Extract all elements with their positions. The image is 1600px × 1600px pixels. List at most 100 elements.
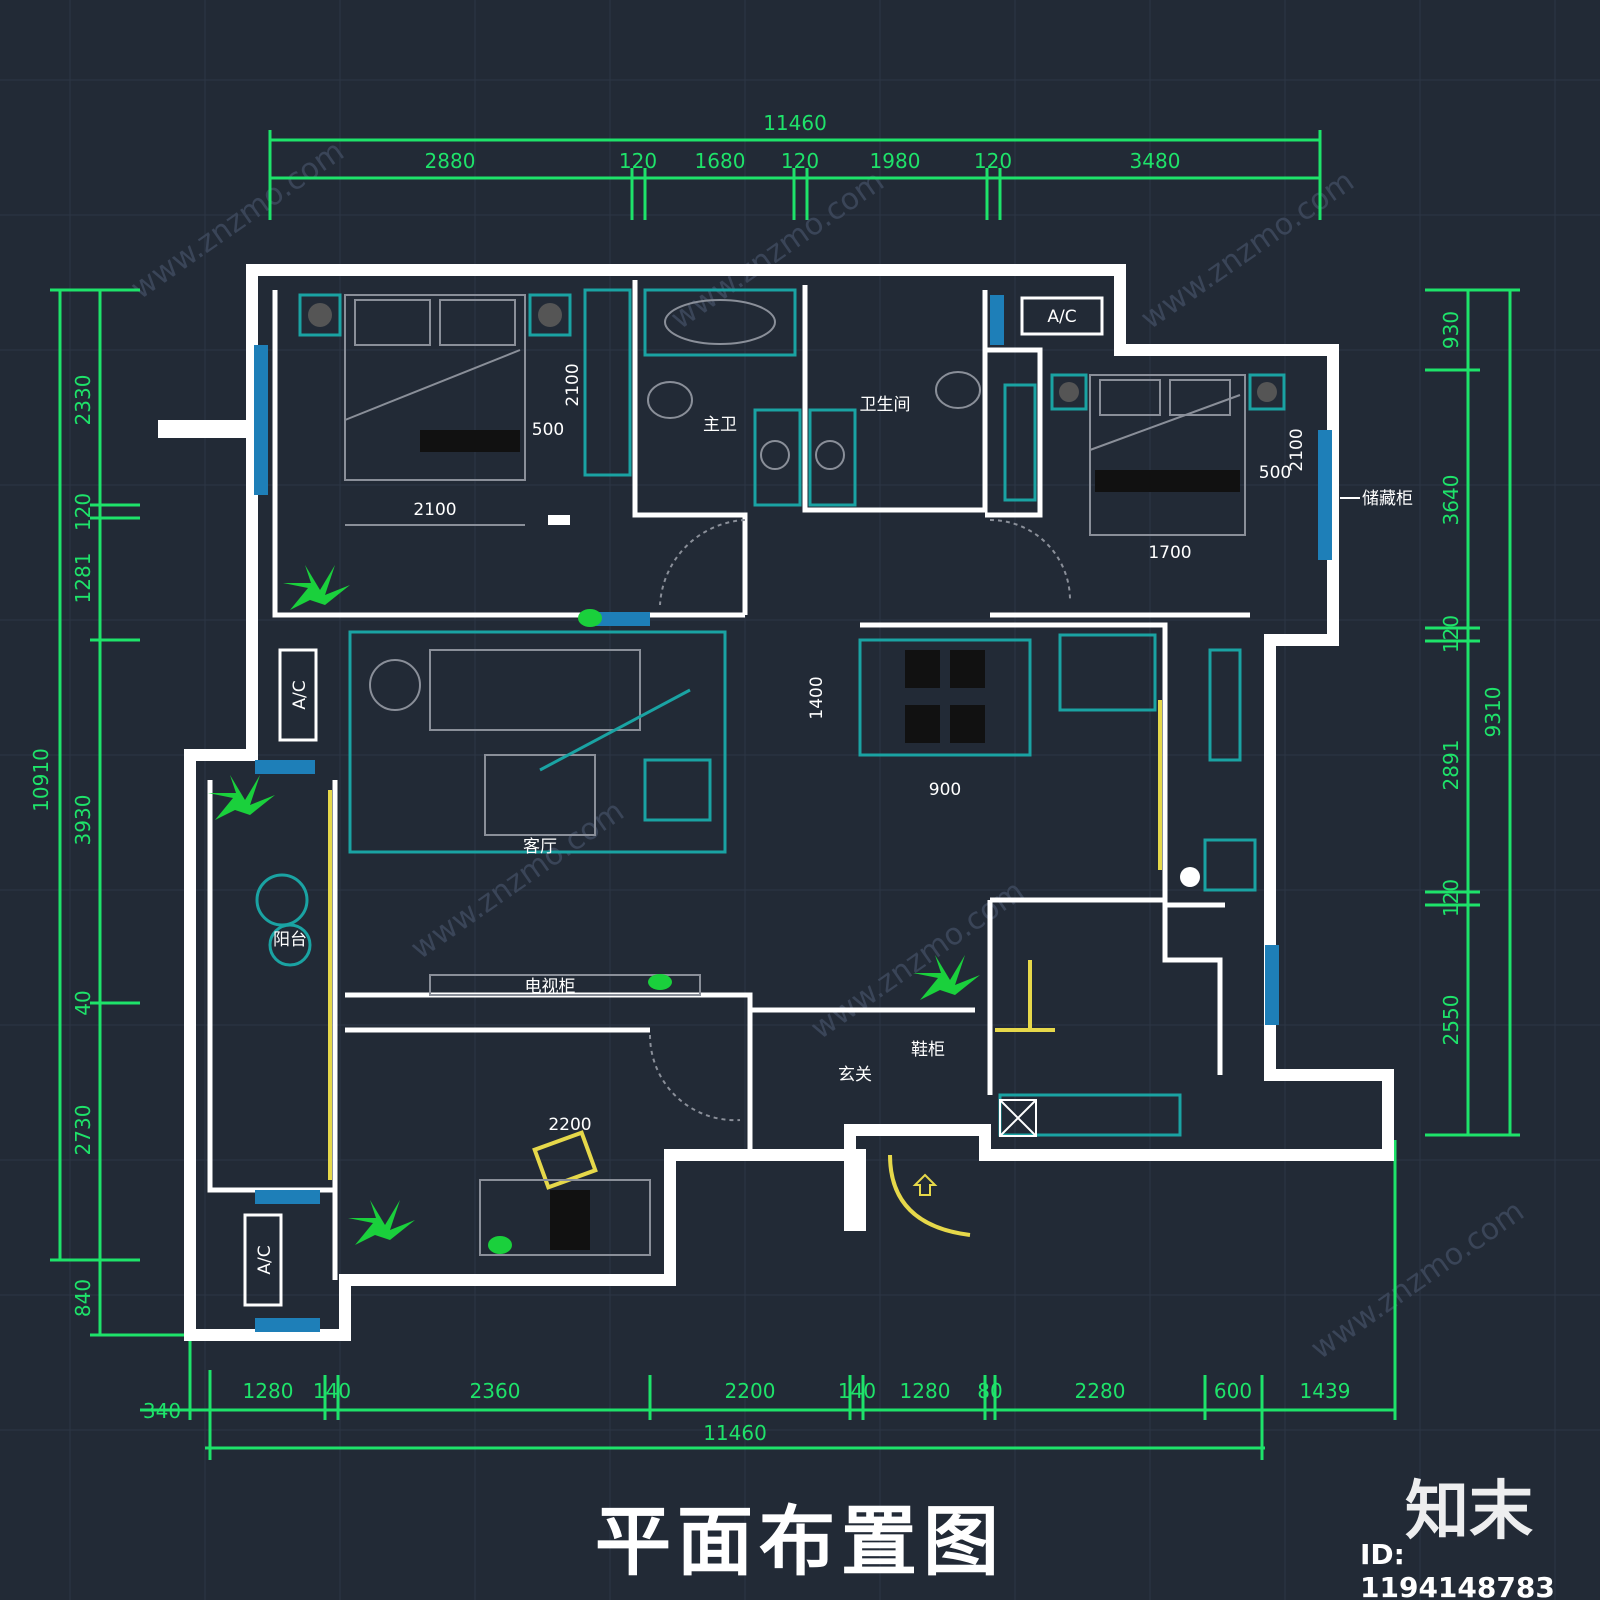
sink-icon [815,440,845,470]
bed-right-length-dim: 2100 [1287,428,1307,471]
wardrobe-right [1003,383,1037,502]
top-dim-1: 2880 [425,149,476,173]
lamp-icon [1257,382,1277,402]
balcony: 阳台 [255,790,332,1180]
ac-label-top: A/C [1047,307,1076,327]
sofa [429,649,641,731]
vanity [753,408,802,507]
left-dim-2: 120 [71,493,95,531]
plant-icon [283,565,350,610]
dining-chair [950,705,985,743]
plant-icon [648,974,672,990]
double-bed-left [344,294,526,481]
lounge-chair [532,1130,598,1190]
right-total-dim: 9310 [1481,687,1505,738]
watermark-text: www.znzmo.com [1135,164,1361,337]
fridge [1058,633,1157,712]
dining-depth-dim: 900 [929,780,961,800]
left-dim-6: 2730 [71,1105,95,1156]
left-bedroom: 2100 2100 500 [298,288,632,526]
bottom-dim-9: 2280 [1075,1379,1126,1403]
side-table [369,659,421,711]
room-label-master-bath: 主卫 [703,415,737,435]
ac-unit-top [1020,296,1104,336]
top-dim-3: 1680 [695,149,746,173]
right-dim-5: 120 [1439,879,1463,917]
vanity [808,408,857,507]
bathrooms: 主卫 卫生间 [643,288,981,507]
right-dim-4: 2891 [1439,740,1463,791]
window-left-bedroom [254,345,268,495]
image-id-label: ID: 1194148783 [1360,1538,1555,1600]
outlet-icon [548,515,570,525]
kitchen [1058,633,1257,892]
living-rug [348,630,727,854]
armchair [643,758,712,822]
plants [208,565,980,1254]
dining-table [858,638,1032,757]
nightstand [528,293,572,337]
bottom-dim-11: 1439 [1300,1379,1351,1403]
top-dim-7: 3480 [1130,149,1181,173]
bed-right-side-dim: 500 [1259,463,1291,483]
window-kitchen [1265,945,1279,1025]
nightstand [1248,373,1286,411]
toilet-icon [935,371,981,409]
window-right-bedroom [1318,430,1332,560]
bottom-dimension-chain: 340 1280 140 2360 2200 140 1280 80 2280 … [140,1140,1397,1460]
bathtub-basin [664,299,776,345]
dining-chair [950,650,985,688]
kitchen-lower-wall [990,897,1223,1075]
bathtub [643,288,797,357]
bottom-dim-3: 140 [313,1379,351,1403]
lounge-chair-round [255,873,309,927]
bottom-dim-10: 600 [1214,1379,1252,1403]
window-balcony-bottom [255,1190,320,1204]
bed-right-width-dim: 1700 [1148,543,1191,563]
right-dim-2: 3640 [1439,475,1463,526]
door-swing [989,519,1071,601]
window-balcony-top [255,760,315,774]
bottom-dim-8: 80 [977,1379,1002,1403]
bed-end-bench [420,430,520,452]
left-dim-1: 2330 [71,375,95,426]
window-balcony-end [255,1318,320,1332]
top-dimension-chain: 11460 2880 120 1680 120 1980 120 3480 [268,111,1322,220]
kitchen-counter [1208,648,1242,762]
room-label-shoe-cabinet: 鞋柜 [911,1040,945,1060]
pillow [354,299,431,346]
desk [479,1179,651,1256]
watermark-text: www.znzmo.com [405,794,631,967]
bathroom-wall [802,285,988,513]
plant-icon [348,1200,415,1245]
plant-icon [208,775,275,820]
desk-chair [550,1190,590,1250]
left-dim-7: 840 [71,1279,95,1317]
watermark-text: www.znzmo.com [665,164,891,337]
top-dim-5: 1980 [870,149,921,173]
drain-icon [1180,867,1200,887]
plant-icon [578,609,602,627]
cabinet-box [999,1099,1037,1137]
entry-door-swing [888,1154,971,1237]
pillow [1099,379,1161,416]
wall-stub [158,420,252,438]
entrance-area: 玄关 鞋柜 [838,960,1182,1237]
bed-left-length-dim: 2100 [563,363,583,406]
door-swing [648,1034,741,1122]
left-total-dim: 10910 [29,748,53,812]
wardrobe-wall [985,347,1043,518]
right-dim-1: 930 [1439,311,1463,349]
ac-unit-left [278,648,318,742]
right-bedroom: 1700 500 2100 储藏柜 [1003,373,1413,563]
balcony-outer-wall [207,780,335,1193]
right-dimension-chain: 9310 930 3640 120 2891 120 2550 [1425,288,1520,1137]
lamp-icon [538,303,562,327]
wardrobe-left [583,288,632,477]
dining-chair [905,650,940,688]
drawing-title: 平面布置图 [595,1497,1005,1586]
lamp-icon [308,303,332,327]
bottom-dim-4: 2360 [470,1379,521,1403]
ac-units: A/C A/C A/C [243,296,1104,1307]
